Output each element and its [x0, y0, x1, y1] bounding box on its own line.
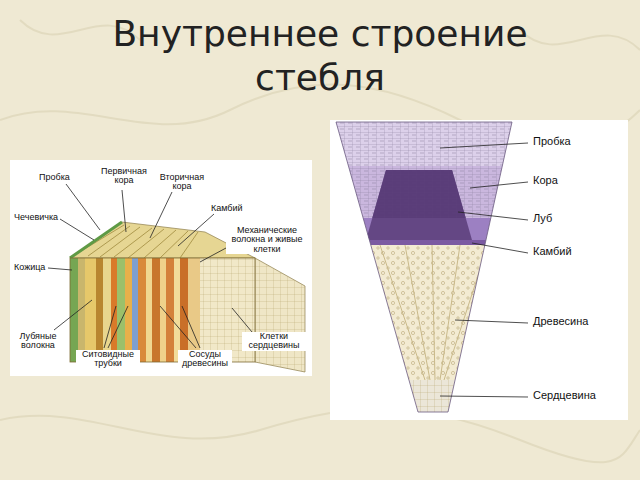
- part-label: Пробка: [38, 173, 71, 182]
- part-label: Камбий: [532, 246, 573, 258]
- picture-frame: [330, 120, 628, 420]
- part-label: Пробка: [532, 136, 572, 148]
- part-label: Луб: [532, 213, 553, 225]
- part-label: Клетки сердцевины: [242, 332, 306, 351]
- part-label: Чечевичка: [13, 213, 59, 222]
- part-label: Древесина: [532, 316, 589, 328]
- part-label: Сердцевина: [532, 390, 597, 402]
- leader-lines: [48, 184, 252, 348]
- stem-section: [330, 122, 530, 412]
- part-label: Кора: [532, 175, 559, 187]
- section-outline: [336, 122, 512, 412]
- slide-title: Внутреннее строение стебля: [90, 12, 550, 100]
- part-label: Камбий: [210, 204, 244, 213]
- part-label: Ситовидные трубки: [76, 350, 140, 369]
- leader-lines: [440, 143, 528, 397]
- part-label: Сосуды древесины: [178, 350, 232, 369]
- part-label: Кожица: [13, 263, 46, 272]
- part-label: Вторичная кора: [158, 173, 206, 192]
- part-label: Первичная кора: [100, 167, 148, 186]
- part-label: Лубяные волокна: [14, 332, 62, 351]
- part-label: Механические волокна и живые клетки: [226, 226, 308, 254]
- picture-frame: [10, 160, 312, 376]
